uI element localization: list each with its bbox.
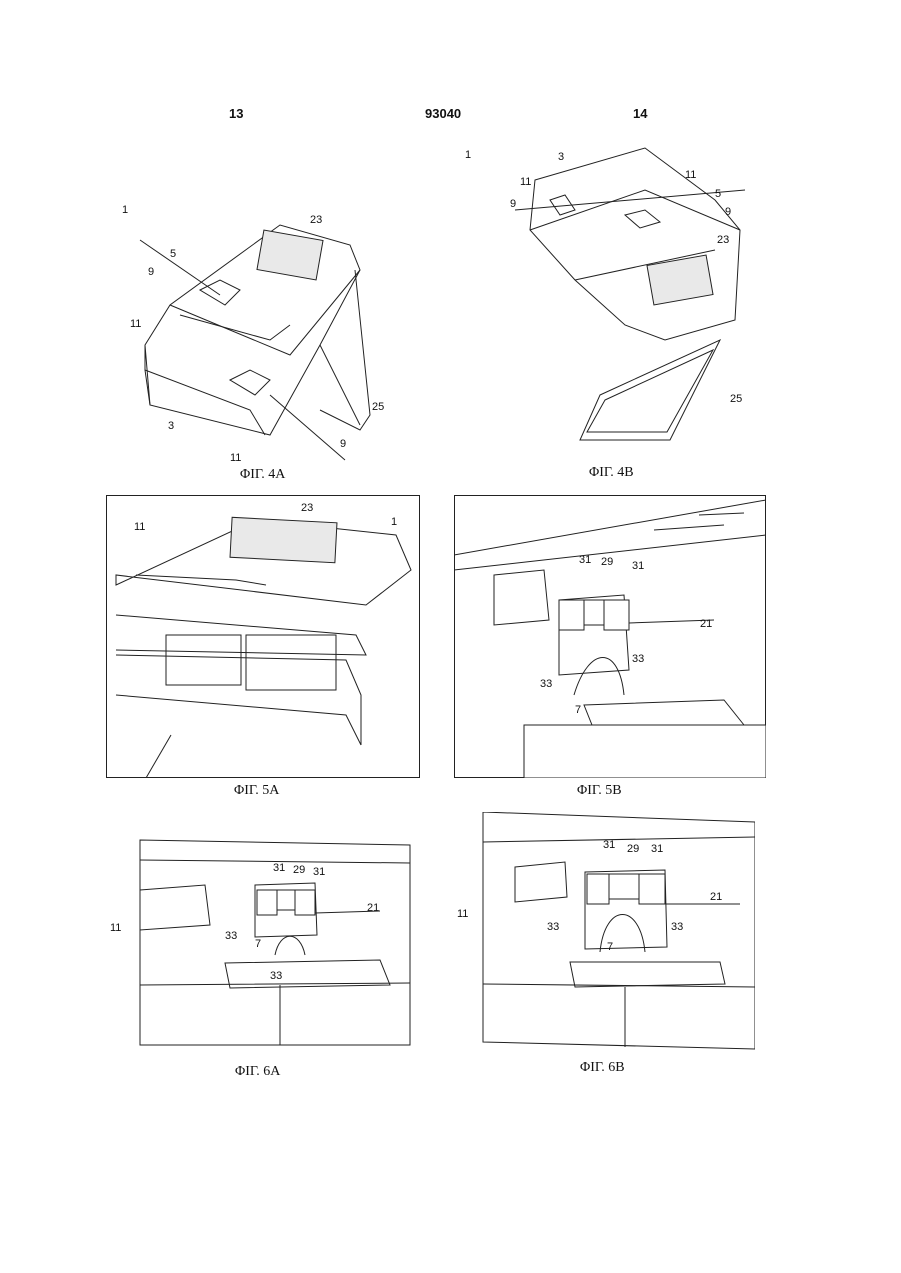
label-pin: 21 <box>367 902 379 914</box>
label-block-r: 31 <box>651 843 663 855</box>
label-blade: 7 <box>575 704 581 716</box>
patent-number: 93040 <box>425 106 461 121</box>
caption-fig-6a: ΦΙΓ. 6A <box>235 1064 280 1080</box>
label-post-r: 33 <box>632 653 644 665</box>
label-device: 1 <box>122 204 128 216</box>
label-center: 29 <box>293 864 305 876</box>
label-pin: 21 <box>710 891 722 903</box>
label-display: 23 <box>717 234 729 246</box>
figure-4b-drawing: 1 3 11 9 11 5 9 23 25 <box>455 140 785 470</box>
page-number-right: 14 <box>633 106 647 121</box>
label-display: 23 <box>301 502 313 514</box>
caption-fig-6b: ΦΙΓ. 6B <box>580 1060 625 1076</box>
figure-6b-drawing: 31 29 31 21 11 33 33 7 <box>455 812 755 1052</box>
figure-6a-drawing: 31 29 31 21 11 33 7 33 <box>105 835 415 1050</box>
caption-fig-4a: ΦΙΓ. 4A <box>240 467 285 483</box>
label-pin: 21 <box>700 618 712 630</box>
label-block-r: 31 <box>632 560 644 572</box>
label-post-l: 33 <box>547 921 559 933</box>
label-clip: 11 <box>457 908 468 920</box>
figure-4a-drawing: 1 5 9 11 3 11 9 23 25 <box>110 195 410 470</box>
label-clip: 11 <box>130 318 141 330</box>
label-center: 29 <box>627 843 639 855</box>
label-post-r: 33 <box>671 921 683 933</box>
label-top: 5 <box>715 188 721 200</box>
label-blade: 7 <box>255 938 261 950</box>
label-block-l: 31 <box>579 554 591 566</box>
label-display: 23 <box>310 214 322 226</box>
label-block-l: 31 <box>603 839 615 851</box>
label-bottom: 3 <box>558 151 564 163</box>
caption-fig-5a: ΦΙΓ. 5A <box>234 783 279 799</box>
label-wire-a: 9 <box>148 266 154 278</box>
label-stand: 25 <box>730 393 742 405</box>
label-center: 29 <box>601 556 613 568</box>
label-blade: 7 <box>607 941 613 953</box>
label-clip-r: 11 <box>685 169 696 181</box>
label-clip: 11 <box>134 521 145 533</box>
label-stand: 25 <box>372 401 384 413</box>
label-device: 1 <box>465 149 471 161</box>
label-bottom: 3 <box>168 420 174 432</box>
label-wire-c: 9 <box>340 438 346 450</box>
label-clip-b: 11 <box>230 452 241 464</box>
figure-5a-drawing: 23 1 11 <box>106 495 420 778</box>
label-device: 1 <box>391 516 397 528</box>
label-post-l: 33 <box>225 930 237 942</box>
label-wire-r: 9 <box>725 206 731 218</box>
caption-fig-4b: ΦΙΓ. 4B <box>589 465 634 481</box>
label-block-r: 31 <box>313 866 325 878</box>
label-clip-l: 11 <box>520 176 531 188</box>
label-wire-l: 9 <box>510 198 516 210</box>
label-block-l: 31 <box>273 862 285 874</box>
label-clip: 11 <box>110 922 121 934</box>
caption-fig-5b: ΦΙΓ. 5B <box>577 783 622 799</box>
label-post-l: 33 <box>540 678 552 690</box>
figure-5b-drawing: 31 29 31 21 33 33 7 <box>454 495 766 778</box>
page-number-left: 13 <box>229 106 243 121</box>
label-post-b: 33 <box>270 970 282 982</box>
label-top: 5 <box>170 248 176 260</box>
